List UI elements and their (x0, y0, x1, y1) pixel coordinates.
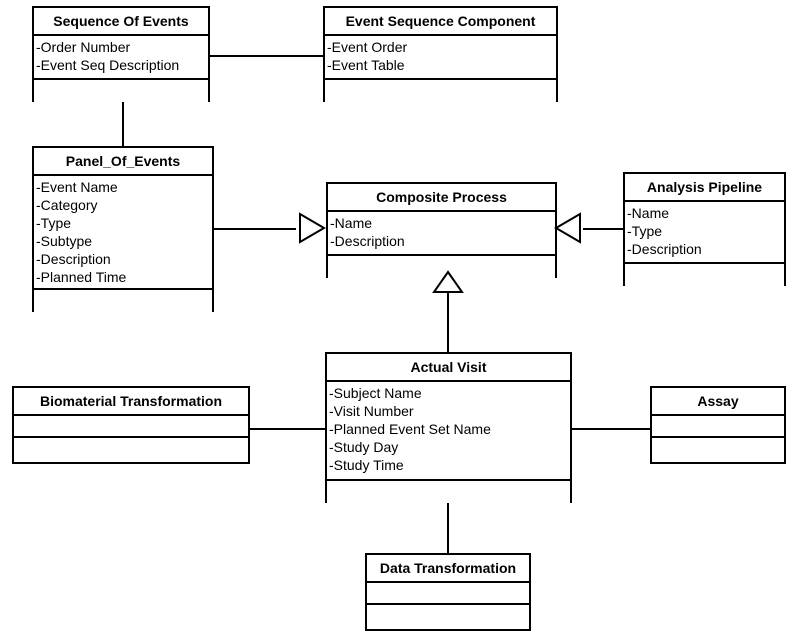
class-box-analysis-pipeline[interactable]: Analysis Pipeline Name Type Description (623, 172, 786, 286)
class-attribute: Description (625, 240, 784, 258)
class-attributes-biomaterial-transformation (14, 416, 248, 438)
class-attribute: Category (34, 196, 212, 214)
class-attribute: Study Day (327, 438, 570, 456)
class-attributes-panel-of-events: Event Name Category Type Subtype Descrip… (34, 176, 212, 290)
generalization-arrowhead-pipeline-to-composite (554, 212, 582, 244)
class-attributes-assay (652, 416, 784, 438)
class-operations-sequence-of-events (34, 80, 208, 102)
class-operations-assay (652, 438, 784, 460)
connector-pipeline-to-composite (583, 228, 625, 230)
connector-visit-to-composite (447, 288, 449, 353)
class-attribute: Name (625, 204, 784, 222)
connector-panel-to-composite (214, 228, 296, 230)
class-title-assay: Assay (652, 388, 784, 416)
class-box-sequence-of-events[interactable]: Sequence Of Events Order Number Event Se… (32, 6, 210, 102)
class-title-event-sequence-component: Event Sequence Component (325, 8, 556, 36)
class-box-composite-process[interactable]: Composite Process Name Description (326, 182, 557, 278)
class-attribute: Event Name (34, 178, 212, 196)
class-attribute: Event Seq Description (34, 56, 208, 74)
connector-visit-to-assay (572, 428, 650, 430)
class-attribute: Planned Event Set Name (327, 420, 570, 438)
class-title-sequence-of-events: Sequence Of Events (34, 8, 208, 36)
class-box-assay[interactable]: Assay (650, 386, 786, 464)
class-title-actual-visit: Actual Visit (327, 354, 570, 382)
class-attributes-actual-visit: Subject Name Visit Number Planned Event … (327, 382, 570, 481)
class-attributes-composite-process: Name Description (328, 212, 555, 256)
class-attribute: Subtype (34, 232, 212, 250)
class-title-analysis-pipeline: Analysis Pipeline (625, 174, 784, 202)
class-attribute: Order Number (34, 38, 208, 56)
class-box-panel-of-events[interactable]: Panel_Of_Events Event Name Category Type… (32, 146, 214, 312)
connector-visit-to-data-transformation (447, 503, 449, 553)
class-operations-panel-of-events (34, 290, 212, 312)
class-operations-biomaterial-transformation (14, 438, 248, 460)
class-attribute: Type (625, 222, 784, 240)
class-operations-data-transformation (367, 605, 529, 627)
class-operations-composite-process (328, 256, 555, 278)
class-attribute: Description (328, 232, 555, 250)
class-attribute: Study Time (327, 456, 570, 474)
class-attributes-sequence-of-events: Order Number Event Seq Description (34, 36, 208, 80)
class-title-composite-process: Composite Process (328, 184, 555, 212)
class-attribute: Event Table (325, 56, 556, 74)
class-attributes-analysis-pipeline: Name Type Description (625, 202, 784, 264)
class-attribute: Name (328, 214, 555, 232)
class-attribute: Description (34, 250, 212, 268)
class-box-actual-visit[interactable]: Actual Visit Subject Name Visit Number P… (325, 352, 572, 503)
class-operations-event-sequence-component (325, 80, 556, 102)
class-box-biomaterial-transformation[interactable]: Biomaterial Transformation (12, 386, 250, 464)
class-box-event-sequence-component[interactable]: Event Sequence Component Event Order Eve… (323, 6, 558, 102)
class-title-data-transformation: Data Transformation (367, 555, 529, 583)
class-attribute: Visit Number (327, 402, 570, 420)
class-attributes-data-transformation (367, 583, 529, 605)
class-attributes-event-sequence-component: Event Order Event Table (325, 36, 556, 80)
class-attribute: Planned Time (34, 268, 212, 286)
connector-sequence-to-component (209, 55, 324, 57)
connector-biomaterial-to-visit (250, 428, 325, 430)
class-operations-actual-visit (327, 481, 570, 503)
class-attribute: Subject Name (327, 384, 570, 402)
generalization-arrowhead-panel-to-composite (298, 212, 326, 244)
class-attribute: Event Order (325, 38, 556, 56)
class-operations-analysis-pipeline (625, 264, 784, 286)
class-box-data-transformation[interactable]: Data Transformation (365, 553, 531, 631)
class-title-panel-of-events: Panel_Of_Events (34, 148, 212, 176)
class-title-biomaterial-transformation: Biomaterial Transformation (14, 388, 248, 416)
connector-sequence-to-panel (122, 101, 124, 146)
class-attribute: Type (34, 214, 212, 232)
generalization-arrowhead-visit-to-composite (432, 270, 464, 294)
